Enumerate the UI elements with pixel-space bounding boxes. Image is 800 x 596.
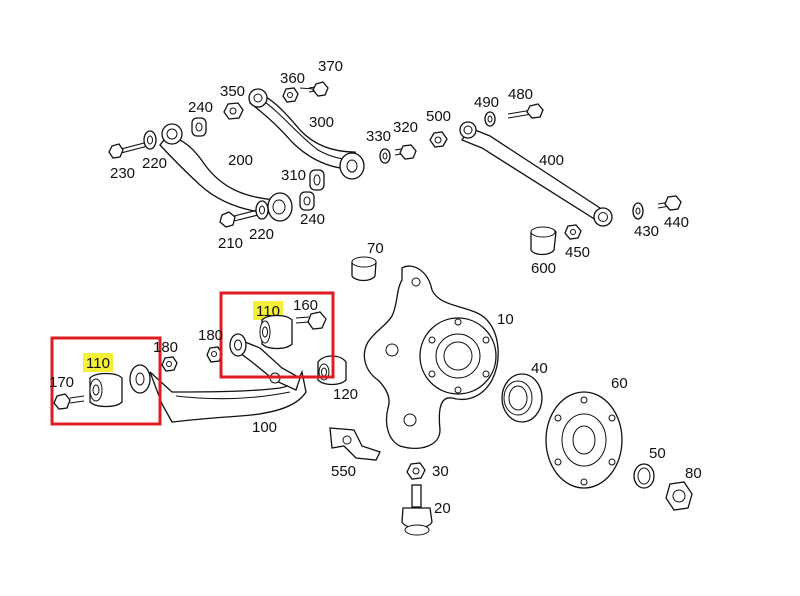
- washer-240-upper: [191, 117, 207, 137]
- bushing-600: [530, 226, 557, 256]
- bushing-310: [309, 169, 325, 191]
- label-110-lower: 110: [86, 355, 110, 372]
- bushing-70: [351, 256, 377, 282]
- bolt-320: [394, 144, 417, 160]
- label-330: 330: [366, 128, 391, 145]
- washer-220-left: [143, 130, 157, 150]
- bolt-480: [507, 103, 544, 119]
- label-10: 10: [497, 311, 514, 328]
- label-360: 360: [280, 70, 305, 87]
- label-40: 40: [531, 360, 548, 377]
- label-110-upper: 110: [256, 303, 280, 320]
- nut-180-left: [161, 356, 178, 372]
- highlight-box-lower: [50, 336, 162, 426]
- label-180-left: 180: [153, 339, 178, 356]
- label-500: 500: [426, 108, 451, 125]
- label-160: 160: [293, 297, 318, 314]
- bolt-210: [219, 209, 259, 228]
- label-440: 440: [664, 214, 689, 231]
- label-450: 450: [565, 244, 590, 261]
- nut-30: [406, 462, 426, 480]
- wheel-hub-60: [545, 391, 623, 489]
- washer-240-lower: [299, 191, 315, 211]
- label-600: 600: [531, 260, 556, 277]
- label-220-left: 220: [142, 155, 167, 172]
- bolt-370: [299, 81, 329, 97]
- label-300: 300: [309, 114, 334, 131]
- track-rod-400: [459, 121, 613, 227]
- label-230: 230: [110, 165, 135, 182]
- label-80: 80: [685, 465, 702, 482]
- label-310: 310: [281, 167, 306, 184]
- nut-360: [282, 87, 299, 103]
- nut-500: [429, 131, 448, 148]
- label-400: 400: [539, 152, 564, 169]
- label-370: 370: [318, 58, 343, 75]
- label-70: 70: [367, 240, 384, 257]
- label-350: 350: [220, 83, 245, 100]
- label-200: 200: [228, 152, 253, 169]
- highlight-box-upper: [219, 291, 335, 379]
- part-labels: 10 20 30 40 50 60 70 80 100 110 110 120 …: [49, 58, 702, 517]
- label-430: 430: [634, 223, 659, 240]
- label-240-upper: 240: [188, 99, 213, 116]
- ring-50: [633, 463, 655, 489]
- label-180-right: 180: [198, 327, 223, 344]
- label-20: 20: [434, 500, 451, 517]
- label-550: 550: [331, 463, 356, 480]
- bolt-440: [657, 195, 682, 211]
- label-60: 60: [611, 375, 628, 392]
- bearing-40: [501, 373, 543, 423]
- label-50: 50: [649, 445, 666, 462]
- nut-80: [665, 481, 693, 511]
- label-30: 30: [432, 463, 449, 480]
- label-120: 120: [333, 386, 358, 403]
- label-210: 210: [218, 235, 243, 252]
- washer-490: [484, 111, 496, 127]
- nut-450: [564, 224, 582, 240]
- label-320: 320: [393, 119, 418, 136]
- label-490: 490: [474, 94, 499, 111]
- ball-joint-20: [401, 484, 433, 536]
- wheel-carrier-10: [363, 265, 499, 449]
- label-170: 170: [49, 374, 74, 391]
- washer-330: [379, 148, 391, 164]
- label-240-lower: 240: [300, 211, 325, 228]
- label-100: 100: [252, 419, 277, 436]
- washer-430: [632, 202, 644, 220]
- bolt-230: [108, 141, 149, 159]
- nut-350: [223, 102, 244, 120]
- link-arm-200: [159, 123, 293, 222]
- link-arm-300: [248, 88, 365, 180]
- nut-180-right: [206, 346, 223, 363]
- washer-220-right: [255, 200, 269, 220]
- label-480: 480: [508, 86, 533, 103]
- bracket-550: [329, 427, 381, 461]
- label-220-right: 220: [249, 226, 274, 243]
